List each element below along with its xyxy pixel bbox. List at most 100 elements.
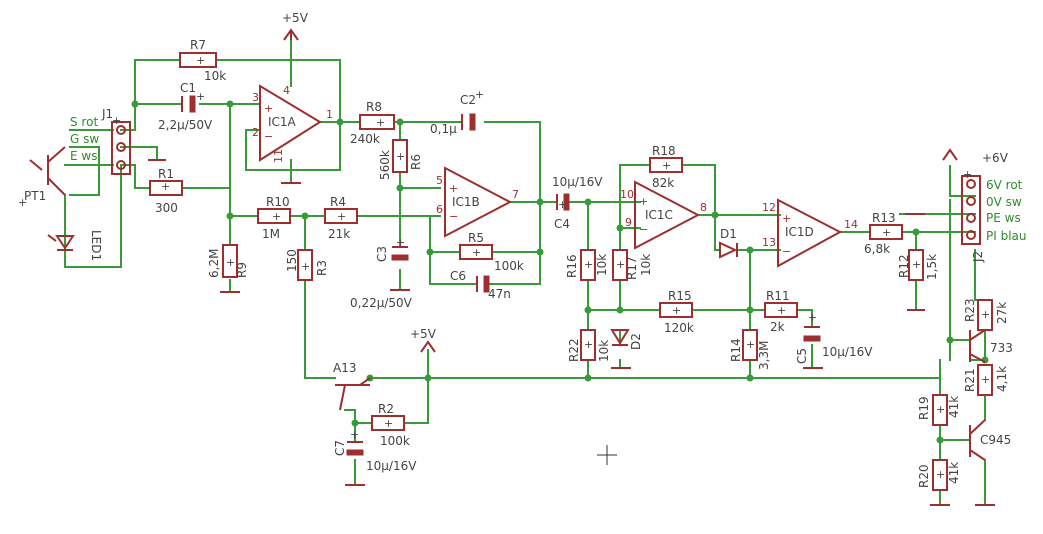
svg-text:−: − — [782, 245, 791, 258]
value-r2: 100k — [380, 434, 410, 448]
svg-text:+: + — [396, 150, 405, 163]
svg-text:+: + — [475, 88, 484, 101]
pin-ic1b-5: 5 — [436, 174, 443, 187]
svg-text:+: + — [981, 308, 990, 321]
svg-text:+: + — [882, 226, 891, 239]
svg-text:+: + — [337, 210, 346, 223]
svg-text:+: + — [981, 373, 990, 386]
diode-symbols — [610, 241, 738, 346]
value-r7: 10k — [204, 69, 226, 83]
svg-text:+: + — [912, 258, 921, 271]
svg-text:+: + — [746, 338, 755, 351]
pin-ic1a-11: 11 — [272, 149, 285, 163]
label-j2-pin-2: 0V sw — [986, 195, 1022, 209]
svg-text:+: + — [272, 210, 281, 223]
label-c1: C1 — [180, 81, 196, 95]
label-c945: C945 — [980, 433, 1011, 447]
svg-text:+: + — [376, 116, 385, 129]
pin-ic1a-2: 2 — [252, 126, 259, 139]
svg-text:+: + — [472, 246, 481, 259]
value-r6: 560k — [378, 150, 392, 180]
label-d2: D2 — [629, 333, 643, 350]
label-r7: R7 — [190, 38, 206, 52]
label-r23: R23 — [963, 298, 977, 322]
power-symbols — [283, 28, 958, 353]
pin-ic1c-8: 8 — [700, 201, 707, 214]
svg-text:+: + — [584, 258, 593, 271]
value-r11: 2k — [770, 320, 785, 334]
pin-ic1d-12: 12 — [762, 201, 776, 214]
label-j2-pin-3: PE ws — [986, 211, 1021, 225]
label-ic1c: IC1C — [645, 208, 673, 222]
value-r4: 21k — [328, 227, 350, 241]
value-r3: 150 — [285, 249, 299, 272]
value-c5: 10µ/16V — [822, 345, 873, 359]
value-r16: 10k — [595, 254, 609, 276]
capacitor-symbols — [181, 95, 821, 456]
value-r5: 100k — [494, 259, 524, 273]
svg-text:+: + — [449, 182, 458, 195]
connector-j1-body — [111, 121, 131, 175]
label-733: 733 — [990, 341, 1013, 355]
value-r12: 1,5k — [925, 254, 939, 280]
label-c7: C7 — [333, 440, 347, 456]
label-r16: R16 — [565, 254, 579, 278]
crosshair-icon — [597, 445, 617, 465]
label-j1-pin-1: S rot — [70, 115, 98, 129]
label-j1-pin-2: G sw — [70, 132, 99, 146]
pin-ic1a-4: 4 — [283, 84, 290, 97]
value-r14: 3,3M — [757, 341, 771, 370]
pin-ic1b-7: 7 — [512, 188, 519, 201]
opamp-ic1c: + − — [634, 180, 701, 250]
pin-ic1c-10: 10 — [620, 188, 634, 201]
pin-ic1d-13: 13 — [762, 236, 776, 249]
svg-text:+: + — [384, 417, 393, 430]
label-ic1d: IC1D — [785, 225, 814, 239]
value-r17: 10k — [639, 254, 653, 276]
value-r1: 300 — [155, 201, 178, 215]
label-c6: C6 — [450, 269, 466, 283]
label-led1: LED1 — [89, 230, 103, 261]
value-r10: 1M — [262, 227, 280, 241]
pin-ic1b-6: 6 — [436, 203, 443, 216]
svg-text:+: + — [301, 260, 310, 273]
opamp-ic1d: + − — [777, 198, 843, 268]
svg-text:+: + — [672, 304, 681, 317]
label-j1-pin-3: E ws — [70, 149, 97, 163]
label-r19: R19 — [917, 396, 931, 420]
svg-text:+: + — [226, 256, 235, 269]
value-r18: 82k — [652, 176, 674, 190]
label-r21: R21 — [963, 368, 977, 392]
svg-text:+: + — [662, 159, 671, 172]
value-c6: 47n — [488, 287, 511, 301]
label-ic1a: IC1A — [268, 115, 297, 129]
label-pt1: PT1 — [24, 189, 46, 203]
value-c2: 0,1µ — [430, 122, 457, 136]
label-r22: R22 — [567, 338, 581, 362]
label-r10: R10 — [266, 195, 290, 209]
connector-j2-body — [961, 175, 981, 245]
label-r4: R4 — [330, 195, 346, 209]
ground-symbols — [148, 159, 995, 506]
label-r1: R1 — [158, 167, 174, 181]
pin-ic1a-3: 3 — [252, 91, 259, 104]
svg-text:+: + — [196, 54, 205, 67]
label-j1: J1 — [101, 107, 113, 121]
value-c1: 2,2µ/50V — [158, 118, 213, 132]
power-label-vcc-mid: +5V — [410, 327, 437, 341]
label-r15: R15 — [668, 289, 692, 303]
label-r2: R2 — [378, 402, 394, 416]
value-r21: 4,1k — [995, 366, 1009, 392]
svg-text:+: + — [350, 428, 359, 441]
label-r13: R13 — [872, 211, 896, 225]
label-r11: R11 — [766, 289, 790, 303]
label-c4: C4 — [554, 217, 570, 231]
resistor-bodies — [149, 52, 993, 491]
label-r18: R18 — [652, 144, 676, 158]
label-c5: C5 — [795, 348, 809, 364]
pin-ic1c-9: 9 — [625, 216, 632, 229]
label-j2-pin-4: PI blau — [986, 229, 1027, 243]
value-c4: 10µ/16V — [552, 175, 603, 189]
pin-ic1a-1: 1 — [326, 108, 333, 121]
